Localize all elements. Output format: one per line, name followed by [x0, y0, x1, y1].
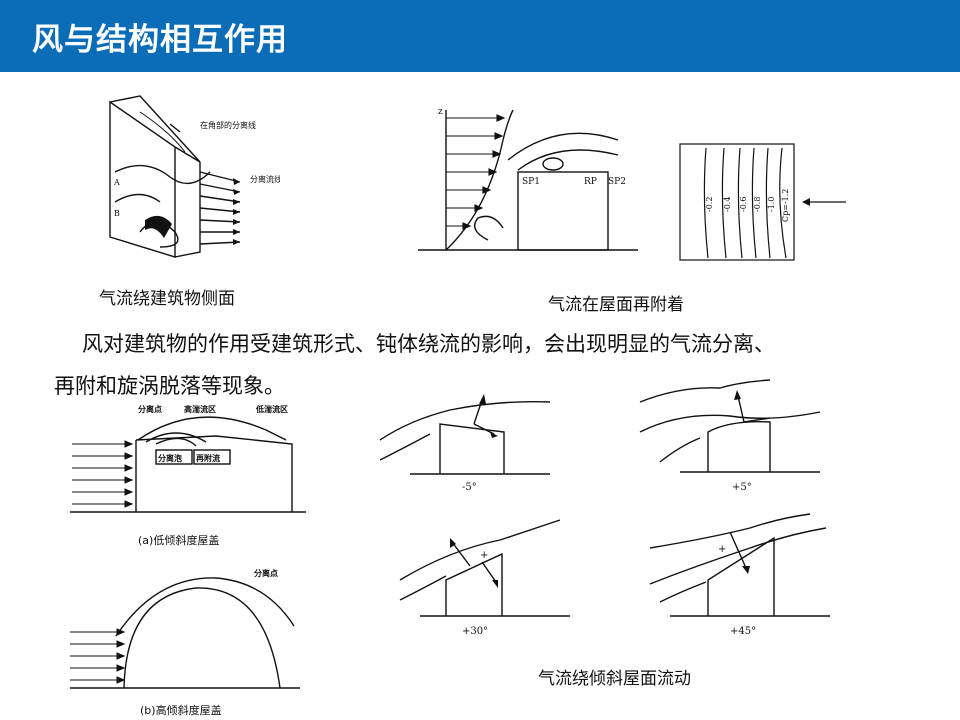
- inclined-plus45-figure: + +45°: [649, 513, 830, 637]
- angle-minus5: -5°: [462, 482, 477, 493]
- plus-sign-30: +: [480, 550, 488, 561]
- low-slope-caption: (a)低倾斜度屋盖: [138, 534, 220, 547]
- title-bar: 风与结构相互作用: [0, 0, 960, 72]
- corner-separation-label: 在角部的分离线: [200, 120, 256, 130]
- contour-label-3: -0.6: [739, 197, 748, 212]
- side-flow-figure: 在角部的分离线 分离流线 A B: [109, 95, 280, 258]
- contour-label-1: -0.2: [705, 197, 714, 212]
- low-sep-point-label: 分离点: [138, 404, 162, 414]
- high-turb-label: 高湍流区: [184, 404, 216, 414]
- side-flow-caption: 气流绕建筑物侧面: [99, 289, 235, 309]
- low-slope-figure: 分离点 高湍流区 低湍流区 分离泡 再附流: [70, 404, 306, 513]
- label-a: A: [113, 178, 120, 187]
- high-slope-figure: 分离点: [70, 568, 300, 689]
- inclined-minus5-figure: -5°: [379, 394, 551, 493]
- paragraph-line-1: 风对建筑物的作用受建筑形式、钝体绕流的影响，会出现明显的气流分离、: [82, 332, 775, 356]
- inclined-plus30-figure: + +30°: [399, 519, 570, 637]
- paragraph-line-2: 再附和旋涡脱落等现象。: [54, 374, 285, 398]
- slide-title: 风与结构相互作用: [32, 22, 288, 58]
- high-slope-caption: (b)高倾斜度屋盖: [140, 704, 222, 717]
- contour-label-6: Cp=-1.2: [781, 189, 790, 222]
- angle-plus30: +30°: [462, 626, 488, 637]
- angle-plus45: +45°: [730, 626, 756, 637]
- high-sep-point-label: 分离点: [254, 568, 278, 578]
- reattach-figure: z SP1 RP SP2: [418, 107, 638, 251]
- sp2-label: SP2: [608, 177, 626, 187]
- contour-label-5: -1.0: [767, 197, 776, 212]
- reattach-flow-label: 再附流: [196, 453, 220, 463]
- contour-label-2: -0.4: [723, 197, 732, 212]
- plus-sign-45: +: [718, 544, 726, 555]
- label-b: B: [114, 209, 120, 218]
- sep-bubble-label: 分离泡: [158, 453, 182, 463]
- rp-label: RP: [584, 177, 597, 187]
- separation-streamline-label: 分离流线: [250, 174, 280, 184]
- inclined-caption: 气流绕倾斜屋面流动: [538, 669, 691, 689]
- z-axis-label: z: [438, 107, 443, 117]
- contour-figure: -0.2 -0.4 -0.6 -0.8 -1.0 Cp=-1.2: [679, 143, 846, 261]
- angle-plus5: +5°: [732, 482, 752, 493]
- reattach-caption: 气流在屋面再附着: [548, 295, 684, 315]
- low-turb-label: 低湍流区: [255, 404, 288, 414]
- inclined-plus5-figure: +5°: [639, 379, 821, 493]
- contour-label-4: -0.8: [753, 197, 762, 212]
- sp1-label: SP1: [522, 177, 540, 187]
